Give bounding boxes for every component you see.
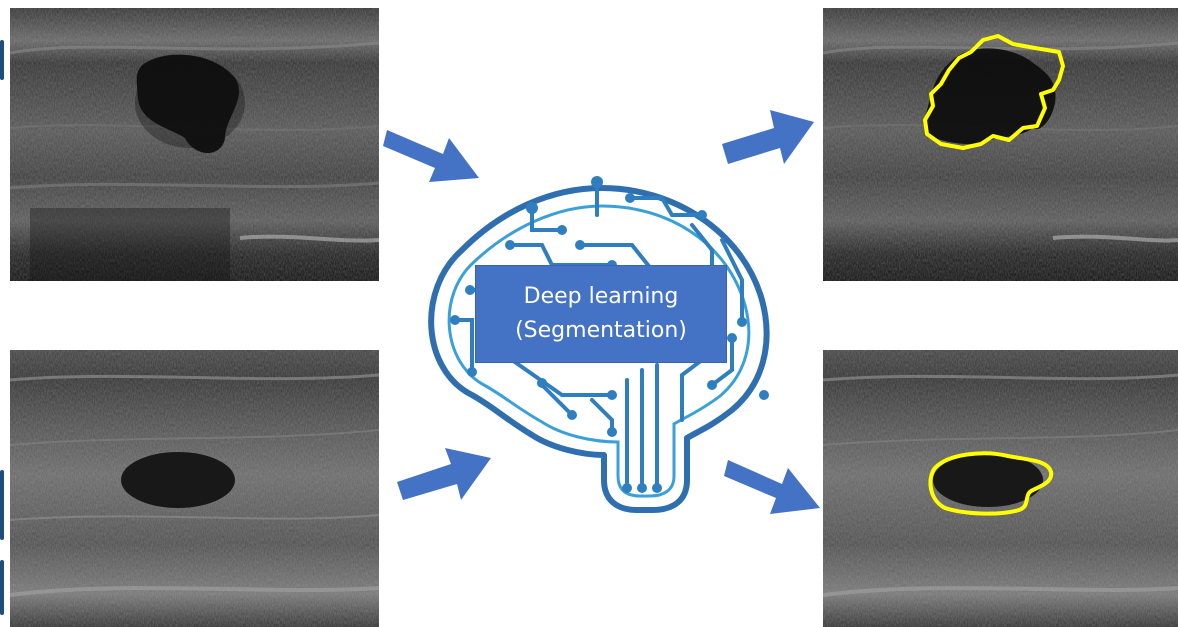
center-label-line1: Deep learning [524, 280, 679, 314]
input-ultrasound-bottom [10, 350, 379, 627]
left-edge-mark [0, 560, 4, 615]
left-edge-mark [0, 470, 4, 540]
output-ultrasound-bottom-segmented [823, 350, 1178, 627]
left-edge-mark [0, 40, 4, 80]
input-ultrasound-top [10, 8, 379, 281]
center-label-box: Deep learning (Segmentation) [475, 265, 727, 363]
output-ultrasound-top-segmented [823, 8, 1178, 281]
center-label-line2: (Segmentation) [515, 314, 687, 348]
block-arrow-icon [718, 100, 818, 180]
